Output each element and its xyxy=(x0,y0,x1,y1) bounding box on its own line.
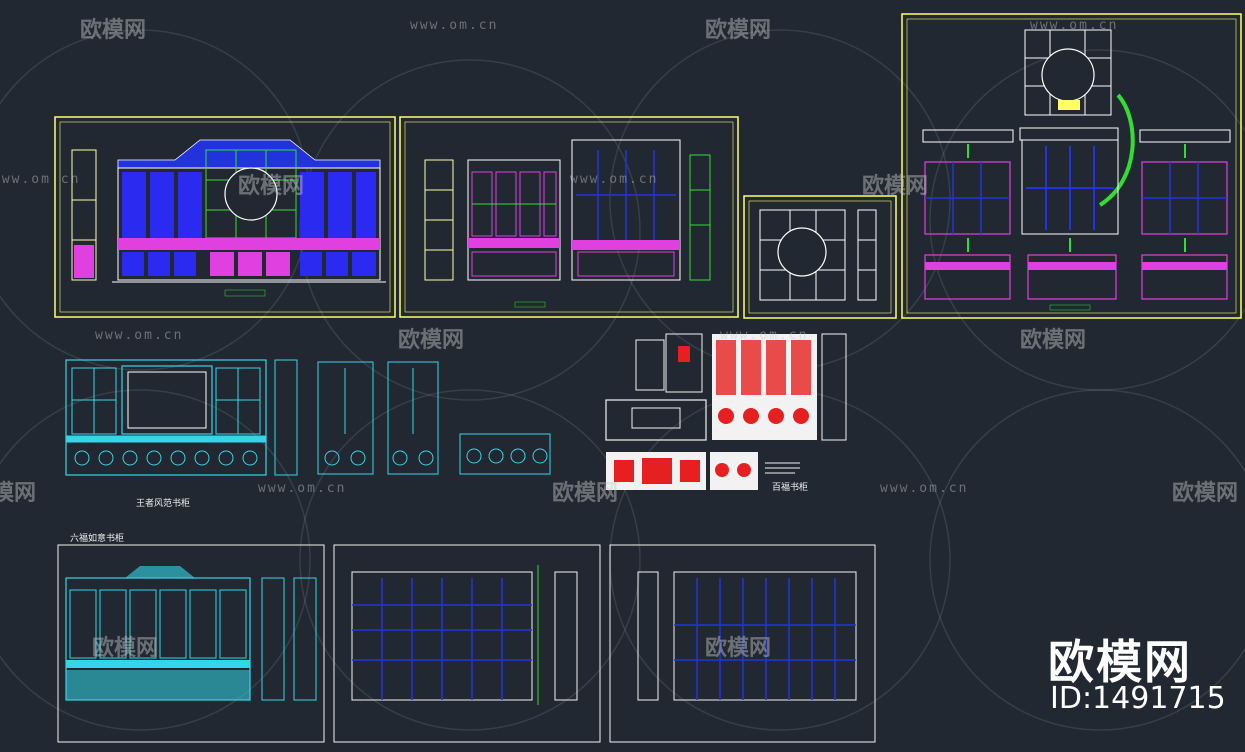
label-baifu-bookcase: 百福书柜 xyxy=(772,483,809,493)
label-liufu-bookcase: 六福如意书柜 xyxy=(70,534,125,544)
panel-liufu-back xyxy=(609,544,876,743)
watermark-url: www.om.cn xyxy=(1030,18,1119,33)
watermark-logo: 欧模网 xyxy=(80,18,147,43)
panel-exploded-view xyxy=(901,13,1242,319)
watermark-url: www.om.cn xyxy=(720,328,809,343)
watermark-logo: 欧模网 xyxy=(92,636,159,661)
watermark-logo: 欧模网 xyxy=(552,481,619,506)
watermark-circles xyxy=(0,29,1245,731)
panel-round-window-detail xyxy=(743,195,897,319)
watermark-logo: 欧模网 xyxy=(862,174,929,199)
panel-liufu-structure xyxy=(333,544,601,743)
watermark-logo: 欧模网 xyxy=(705,18,772,43)
watermark-logo: 欧模网 xyxy=(1172,481,1239,506)
watermark-logo: 欧模网 xyxy=(238,174,305,199)
drawing-baifu-bookcase xyxy=(605,333,847,490)
watermark-url: www.om.cn xyxy=(0,172,81,187)
drawing-wangzhe-bookcase xyxy=(65,359,551,476)
watermark-url: www.om.cn xyxy=(258,481,347,496)
label-wangzhe-bookcase: 王者风范书柜 xyxy=(136,499,191,509)
brand-id: ID:1491715 xyxy=(1050,681,1226,716)
watermark-url: www.om.cn xyxy=(570,172,659,187)
panel-front-elevation xyxy=(399,116,739,318)
watermark-logo: 欧模网 xyxy=(398,328,465,353)
watermark-logo: 欧模网 xyxy=(705,636,772,661)
watermark-logo: 欧模网 xyxy=(0,481,37,506)
brand-logo: 欧模网 xyxy=(1048,635,1192,689)
watermark-url: www.om.cn xyxy=(880,481,969,496)
panel-liufu-elevation xyxy=(57,544,325,743)
panel-combination-elevation xyxy=(54,116,396,318)
watermark-url: www.om.cn xyxy=(95,328,184,343)
watermark-url: www.om.cn xyxy=(410,18,499,33)
watermark-logo: 欧模网 xyxy=(1020,328,1087,353)
